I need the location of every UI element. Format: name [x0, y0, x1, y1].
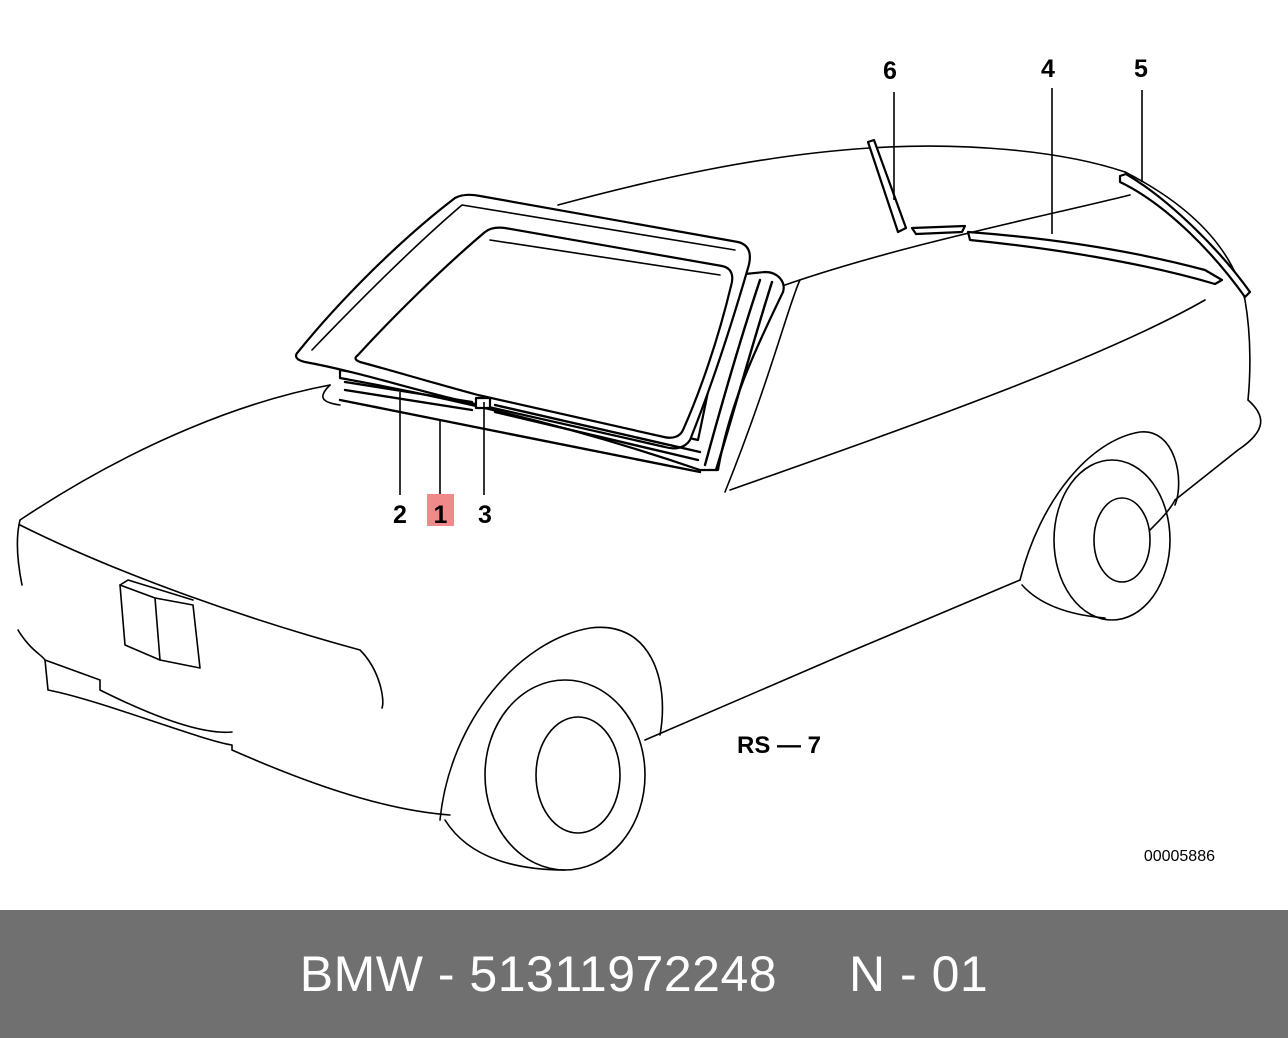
- callout-1: 1: [434, 501, 448, 529]
- car-body-outline: [16, 145, 1262, 871]
- leader-lines: [399, 88, 1143, 495]
- callout-1-highlight: [427, 494, 454, 526]
- group-label: RS — 7: [737, 732, 821, 759]
- callout-6: 6: [883, 57, 897, 85]
- callout-labels: 1 2 3 4 5 6: [393, 55, 1148, 529]
- callout-3: 3: [478, 501, 492, 529]
- parts-diagram: 1 2 3 4 5 6 RS — 7 00005886: [16, 55, 1262, 871]
- footer-bar: BMW - 51311972248 N - 01: [0, 910, 1288, 1038]
- reference-number: 00005886: [1144, 848, 1215, 865]
- part-number-caption: BMW - 51311972248 N - 01: [299, 946, 989, 1002]
- windshield-seal: [294, 193, 785, 474]
- callout-4: 4: [1041, 55, 1055, 83]
- side-window-trims: [866, 138, 1252, 299]
- callout-5: 5: [1134, 55, 1148, 83]
- callout-2: 2: [393, 501, 407, 529]
